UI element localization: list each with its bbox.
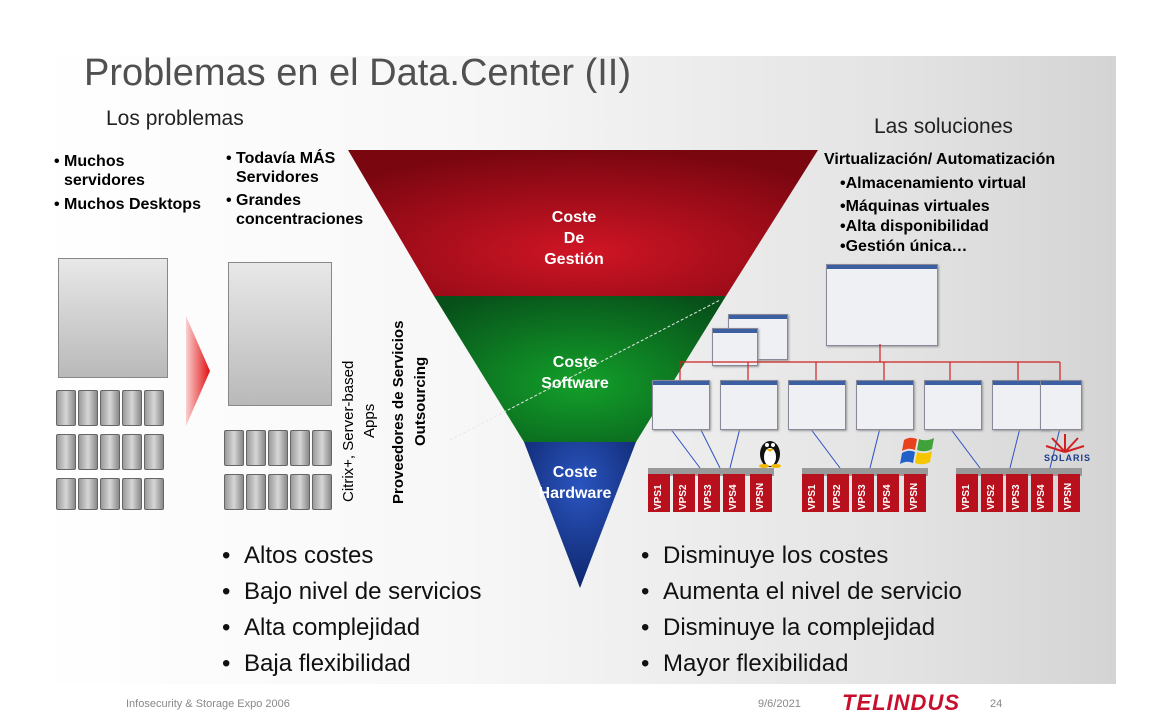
vps-slot: VPS2 [827,474,849,512]
solaris-label: SOLARIS [1044,453,1092,463]
console-window-screenshot [712,328,758,366]
triangle-management-segment [348,150,818,296]
problems-summary-list: Altos costes Bajo nivel de servicios Alt… [222,538,481,682]
solution-item: •Alta disponibilidad [840,218,989,235]
footer-date: 9/6/2021 [758,698,801,710]
coste-hardware-label: Coste Hardware [538,464,612,502]
vps-server-block-1: VPS1 VPS2 VPS3 VPS4 VPSN [648,468,774,512]
problem-item: • Muchos Desktops [54,196,201,213]
triangle-hardware-segment [524,442,636,588]
brand-name: TELINDUS [842,690,960,715]
summary-item: Alta complejidad [222,610,481,646]
summary-item: Altos costes [222,538,481,574]
summary-item: Aumenta el nivel de servicio [641,574,962,610]
vps-slot: VPS2 [673,474,695,512]
vps-server-block-2: VPS1 VPS2 VPS3 VPS4 VPSN [802,468,928,512]
management-console-screenshot [826,264,938,346]
solutions-title: Virtualización/ Automatización [824,151,1056,168]
red-arrow-icon [186,316,210,426]
telindus-logo: TELINDUS [826,686,974,720]
vps-slot: VPSN [750,474,772,512]
vps-slot: VPS2 [981,474,1003,512]
vps-server-block-3: VPS1 VPS2 VPS3 VPS4 VPSN [956,468,1082,512]
solutions-summary-list: Disminuye los costes Aumenta el nivel de… [641,538,962,682]
vps-slot: VPS1 [648,474,670,512]
problem-item: concentraciones [236,211,364,228]
vm-console-screenshot [788,380,846,430]
summary-item: Baja flexibilidad [222,646,481,682]
problems-list-2: • Todavía MÁS Servidores • Grandes conce… [226,149,363,229]
right-heading: Las soluciones [874,115,1013,138]
vm-console-screenshot [856,380,914,430]
windows-flag-icon [900,437,934,465]
network-lines [669,344,1061,469]
footer-event: Infosecurity & Storage Expo 2006 [126,698,290,710]
solaris-logo: SOLARIS [1040,430,1090,466]
many-servers-illustration [54,258,174,510]
problem-item: servidores [64,172,145,189]
vm-console-screenshot [720,380,778,430]
vm-console-screenshot [1040,380,1082,430]
problem-item: • Grandes [226,192,301,209]
vps-slot: VPS3 [852,474,874,512]
sun-rays-icon [1045,434,1085,453]
vm-console-screenshot [924,380,982,430]
summary-item: Disminuye los costes [641,538,962,574]
linux-penguin-icon [759,441,781,468]
problem-item: • Muchos [54,153,125,170]
coste-gestion-label: Coste De Gestión [544,209,604,268]
solution-item: •Máquinas virtuales [840,198,990,215]
vps-slot: VPSN [1058,474,1080,512]
consolidated-servers-illustration [222,262,332,512]
problem-item: Servidores [236,169,319,186]
summary-item: Bajo nivel de servicios [222,574,481,610]
problems-list-1: • Muchos servidores • Muchos Desktops [54,152,201,214]
vps-slot: VPSN [904,474,926,512]
vps-slot: VPS1 [956,474,978,512]
problem-item: • Todavía MÁS [226,150,336,167]
vps-slot: VPS3 [1006,474,1028,512]
vps-slot: VPS4 [877,474,899,512]
vps-slot: VPS3 [698,474,720,512]
vps-slot: VPS4 [1031,474,1053,512]
vps-slot: VPS4 [723,474,745,512]
left-heading: Los problemas [106,107,244,130]
server-rack [58,258,168,378]
solution-item: •Almacenamiento virtual [840,175,1027,192]
solution-item: •Gestión única… [840,238,968,255]
server-rack [228,262,332,406]
coste-software-label: Coste Software [541,354,609,392]
page-number: 24 [990,698,1003,710]
slide-title: Problemas en el Data.Center (II) [84,52,632,94]
summary-item: Disminuye la complejidad [641,610,962,646]
summary-item: Mayor flexibilidad [641,646,962,682]
solutions-list: •Almacenamiento virtual •Máquinas virtua… [840,173,1026,257]
vps-slot: VPS1 [802,474,824,512]
vm-console-screenshot [652,380,710,430]
